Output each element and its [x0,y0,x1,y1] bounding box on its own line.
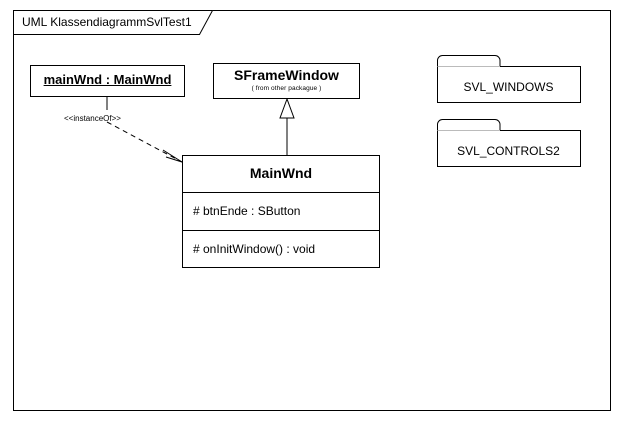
class-node-mainwnd-operations-compartment: # onInitWindow() : void [183,231,379,269]
diagram-title-tab-shape [13,10,213,35]
object-node-mainwnd[interactable]: mainWnd : MainWnd [30,65,185,97]
package-node-label: SVL_WINDOWS [463,80,554,94]
package-node-svl-controls2[interactable]: SVL_CONTROLS2 [437,118,582,173]
class-node-sframewindow-package-note: ( from other packague ) [251,85,322,92]
class-node-mainwnd-name: MainWnd [249,165,313,181]
package-shape-icon [437,119,581,167]
package-shape-icon [437,55,581,103]
class-node-sframewindow-name: SFrameWindow [234,67,339,83]
class-node-sframewindow[interactable]: SFrameWindow ( from other packague ) [213,63,360,99]
instance-of-label: <<instanceOf>> [64,114,121,123]
diagram-title-tab[interactable]: UML KlassendiagrammSvlTest1 [13,10,213,35]
diagram-title: UML KlassendiagrammSvlTest1 [22,15,192,29]
class-attribute-row: # btnEnde : SButton [193,204,301,218]
package-node-label: SVL_CONTROLS2 [457,144,560,158]
object-node-label: mainWnd : MainWnd [43,72,172,87]
package-node-svl-windows[interactable]: SVL_WINDOWS [437,54,582,109]
class-node-mainwnd-attributes-compartment: # btnEnde : SButton [183,193,379,231]
class-node-mainwnd[interactable]: MainWnd # btnEnde : SButton # onInitWind… [182,155,380,268]
class-node-mainwnd-title-compartment: MainWnd [183,156,379,193]
class-operation-row: # onInitWindow() : void [193,242,316,256]
